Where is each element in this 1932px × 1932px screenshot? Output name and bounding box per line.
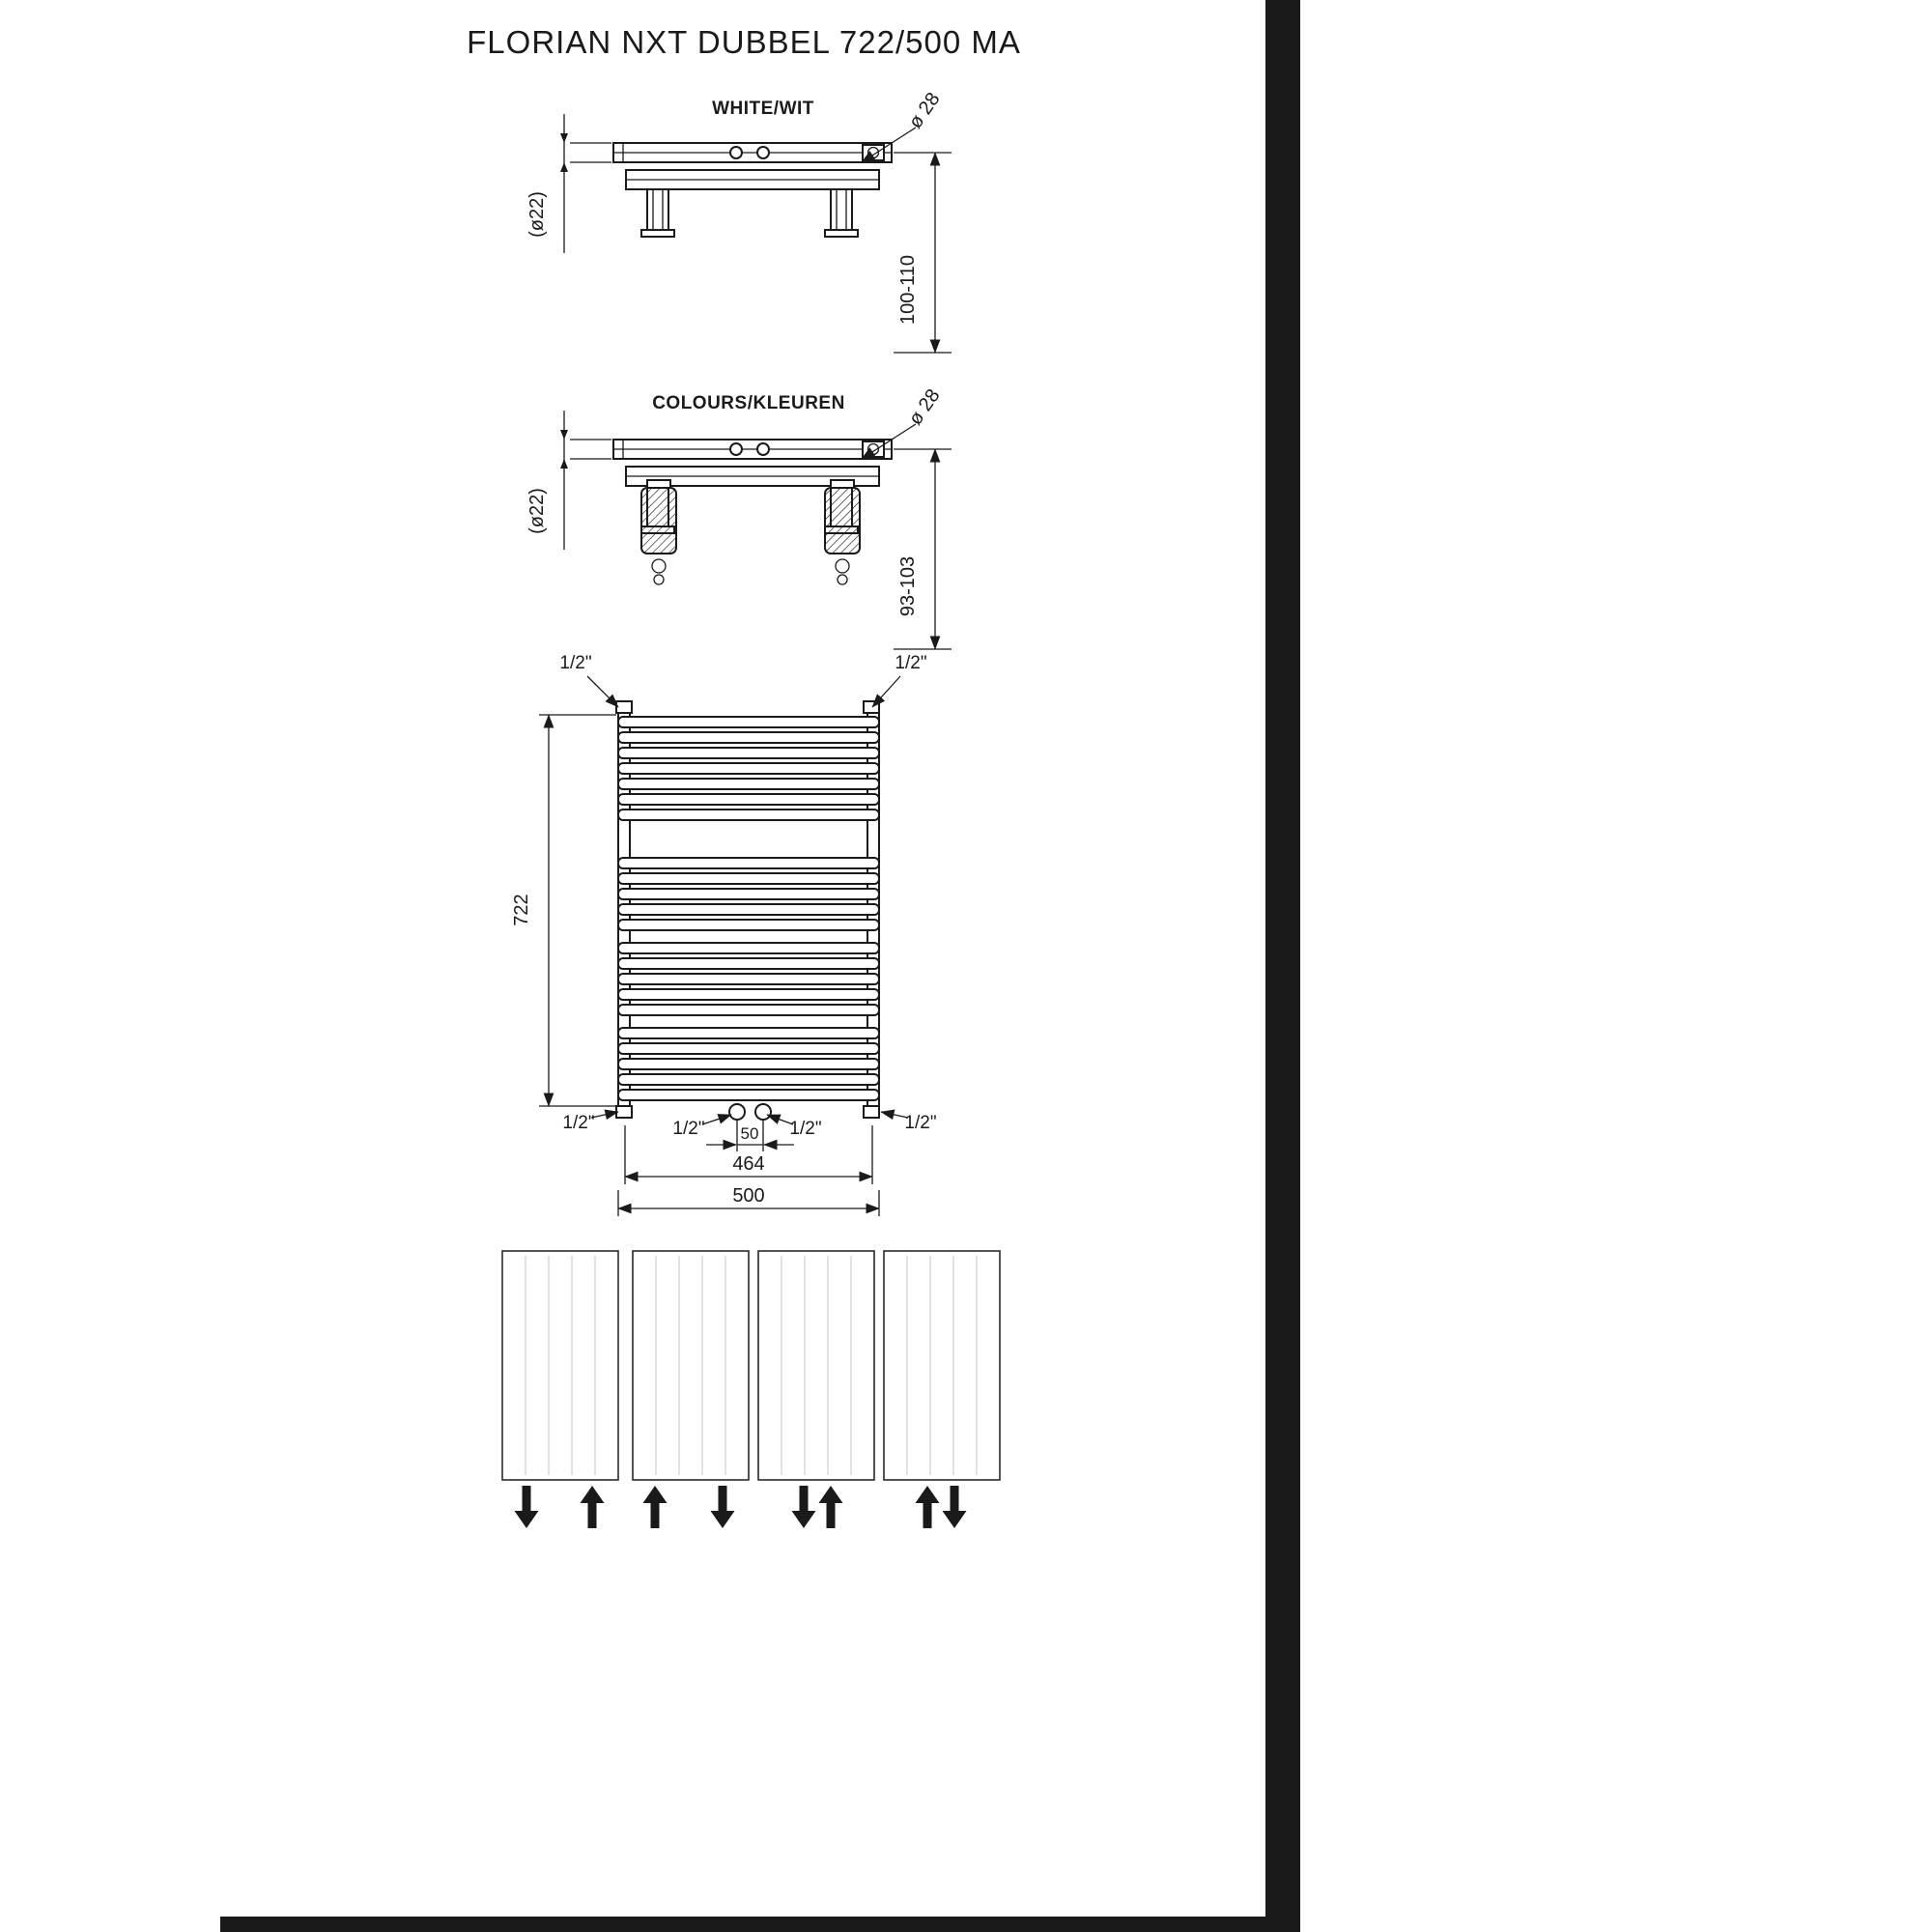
drawing-title: FLORIAN NXT DUBBEL 722/500 MA (467, 24, 1021, 60)
flow-diagram-4-panel (883, 1250, 1001, 1481)
flow-arrow-down-icon (942, 1486, 967, 1528)
center-connection-left (728, 1103, 746, 1121)
conn-bottom-right-label: 1/2" (880, 1109, 937, 1133)
conn-top-left-label: 1/2" (559, 653, 619, 708)
colours-view-tube-dia-dim: (ø22) (526, 411, 611, 550)
white-tube-dia-text: (ø22) (526, 191, 548, 238)
width-dim-text: 500 (732, 1185, 764, 1207)
white-top-view: WHITE/WIT (526, 89, 952, 354)
white-view-label: WHITE/WIT (712, 99, 814, 119)
white-view-wall-distance-dim: 100-110 (894, 152, 952, 354)
white-bracket-dia-text: ø 28 (905, 89, 945, 132)
valve-left (640, 479, 677, 585)
conn-center-left-text: 1/2" (672, 1119, 704, 1139)
front-view: 722 1/2" 1/2" 1/2" 1/2" 1/2" 1/2" (511, 653, 937, 1216)
flow-diagram-3-panel (757, 1250, 875, 1481)
colours-view-label: COLOURS/KLEUREN (652, 393, 845, 413)
colours-view-linework (612, 439, 893, 585)
valve-chain-link (837, 574, 848, 585)
flow-diagram-2 (632, 1250, 750, 1528)
wall-bracket-right (824, 188, 859, 238)
conn-bottom-left-text: 1/2" (562, 1113, 594, 1133)
center-connection-right (754, 1103, 772, 1121)
vent-plug-right (756, 146, 770, 159)
flow-arrow-up-icon (642, 1486, 668, 1528)
flow-arrow-up-icon (580, 1486, 605, 1528)
white-wall-distance-text: 100-110 (897, 255, 919, 325)
valve-chain-link (651, 558, 667, 574)
conn-bottom-left-label: 1/2" (562, 1109, 619, 1133)
conn-center-right-label: 1/2" (766, 1114, 822, 1139)
flow-diagram-3 (757, 1250, 875, 1528)
height-dim: 722 (511, 714, 616, 1107)
width-dim: 500 (617, 1185, 880, 1216)
scan-border-bottom (220, 1917, 1300, 1932)
valve-chain-link (835, 558, 850, 574)
conn-top-right-text: 1/2" (895, 653, 926, 673)
colours-top-view: COLOURS/KLEUREN (526, 385, 952, 650)
colours-bracket-dia-text: ø 28 (905, 385, 945, 429)
radiator-body (615, 700, 880, 1121)
flow-arrow-up-icon (915, 1486, 940, 1528)
white-view-linework (612, 142, 893, 238)
conn-stub-bottom-right (863, 1105, 880, 1119)
flow-diagram-1 (501, 1250, 619, 1528)
conn-stub-top-left (615, 700, 633, 714)
wall-bracket-left (640, 188, 675, 238)
pitch-width-dim: 464 (624, 1125, 873, 1184)
valve-chain-link (653, 574, 665, 585)
conn-bottom-right-text: 1/2" (904, 1113, 936, 1133)
flow-diagram-1-panel (501, 1250, 619, 1481)
conn-top-right-label: 1/2" (871, 653, 927, 708)
conn-top-left-text: 1/2" (559, 653, 591, 673)
valve-right (824, 479, 861, 585)
radiator-rungs (617, 716, 880, 1101)
flow-diagram-2-panel (632, 1250, 750, 1481)
flow-diagrams (501, 1250, 1001, 1528)
conn-center-left-label: 1/2" (672, 1114, 732, 1139)
center-distance-dim: 50 (706, 1121, 794, 1151)
conn-center-right-text: 1/2" (789, 1119, 821, 1139)
vent-plug-left (729, 146, 743, 159)
conn-stub-bottom-left (615, 1105, 633, 1119)
height-dim-text: 722 (511, 894, 532, 925)
colours-wall-distance-text: 93-103 (897, 556, 919, 616)
center-distance-text: 50 (741, 1124, 759, 1143)
scan-borders (220, 0, 1300, 1932)
colours-tube-dia-text: (ø22) (526, 488, 548, 534)
flow-arrow-down-icon (791, 1486, 816, 1528)
scan-border-right (1265, 0, 1300, 1932)
colours-view-wall-distance-dim: 93-103 (894, 448, 952, 650)
pitch-width-text: 464 (732, 1153, 764, 1175)
flow-arrow-down-icon (710, 1486, 735, 1528)
flow-arrow-down-icon (514, 1486, 539, 1528)
flow-arrow-up-icon (818, 1486, 843, 1528)
flow-diagram-4 (883, 1250, 1001, 1528)
white-view-tube-dia-dim: (ø22) (526, 114, 611, 253)
